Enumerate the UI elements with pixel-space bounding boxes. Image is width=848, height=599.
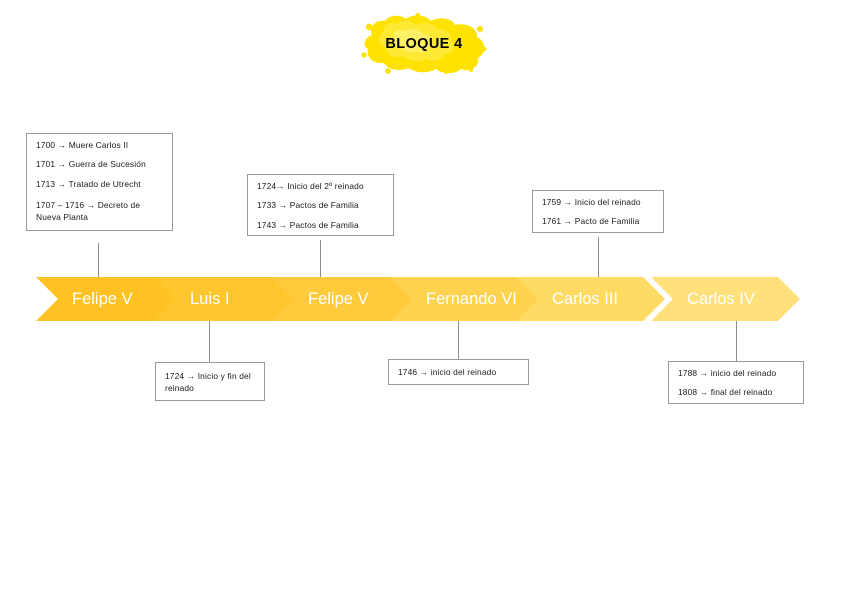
connector-line-luis-i xyxy=(209,321,210,362)
note-line: 1724→ Inicio del 2º reinado xyxy=(257,181,364,191)
chevron-shape-icon xyxy=(390,277,539,321)
connector-line-carlos-iv xyxy=(736,321,737,361)
note-box-fernando-vi: 1746 → inicio del reinado xyxy=(388,359,529,386)
chevron-shape-icon xyxy=(36,277,177,321)
timeline-chevron-band: Felipe V Luis I Felipe V Fernando VI Car… xyxy=(0,277,848,321)
timeline-chevron-label: Felipe V xyxy=(72,289,133,308)
timeline-chevron-luis-i[interactable]: Luis I xyxy=(154,277,295,321)
splash-shape-icon xyxy=(361,13,487,74)
connector-line-felipe-v-second xyxy=(320,240,321,277)
timeline-chevron-felipe-v-2[interactable]: Felipe V xyxy=(272,277,413,321)
note-line: 1700 → Muere Carlos II xyxy=(36,140,129,150)
note-line: 1788 → inicio del reinado xyxy=(678,368,777,378)
timeline-chevron-label: Carlos III xyxy=(552,289,619,308)
timeline-chevron-label: Felipe V xyxy=(308,289,369,308)
connector-line-felipe-v-first xyxy=(98,243,99,277)
timeline-chevron-felipe-v-1[interactable]: Felipe V xyxy=(36,277,177,321)
note-line: 1808 → final del reinado xyxy=(678,387,773,398)
note-box-carlos-iv: 1788 → inicio del reinado 1808 → final d… xyxy=(668,361,804,404)
note-box-felipe-v-first: 1700 → Muere Carlos II 1701 → Guerra de … xyxy=(26,133,173,231)
timeline-chevron-carlos-iv[interactable]: Carlos IV xyxy=(651,277,800,321)
connector-line-carlos-iii xyxy=(598,237,599,277)
note-line: 1733 → Pactos de Familia xyxy=(257,200,359,211)
note-box-luis-i: 1724 → Inicio y fin del reinado xyxy=(155,362,265,402)
note-line: 1701 → Guerra de Sucesión xyxy=(36,159,146,170)
note-line: 1713 → Tratado de Utrecht xyxy=(36,178,141,189)
timeline-chevron-fernando-vi[interactable]: Fernando VI xyxy=(390,277,539,321)
connector-line-fernando-vi xyxy=(458,321,459,359)
timeline-chevron-label: Fernando VI xyxy=(426,289,517,308)
note-line: 1707 – 1716 → Decreto de Nueva Planta xyxy=(36,200,141,223)
note-box-felipe-v-second: 1724→ Inicio del 2º reinado 1733 → Pacto… xyxy=(247,174,394,237)
note-line: 1746 → inicio del reinado xyxy=(398,367,497,377)
timeline-chevron-label: Carlos IV xyxy=(687,289,755,308)
note-line: 1743 → Pactos de Familia xyxy=(257,219,359,230)
note-line: 1759 → Inicio del reinado xyxy=(542,197,641,207)
note-box-carlos-iii: 1759 → Inicio del reinado 1761 → Pacto d… xyxy=(532,190,664,233)
chevron-shape-icon xyxy=(651,277,800,321)
timeline-chevron-label: Luis I xyxy=(190,289,230,308)
chevron-shape-icon xyxy=(154,277,295,321)
title-splash: BLOQUE 4 xyxy=(358,13,490,75)
note-line: 1724 → Inicio y fin del reinado xyxy=(165,371,251,394)
note-line: 1761 → Pacto de Familia xyxy=(542,216,640,227)
timeline-chevron-carlos-iii[interactable]: Carlos III xyxy=(516,277,665,321)
chevron-shape-icon xyxy=(516,277,665,321)
chevron-shape-icon xyxy=(272,277,413,321)
page-title: BLOQUE 4 xyxy=(385,36,463,52)
